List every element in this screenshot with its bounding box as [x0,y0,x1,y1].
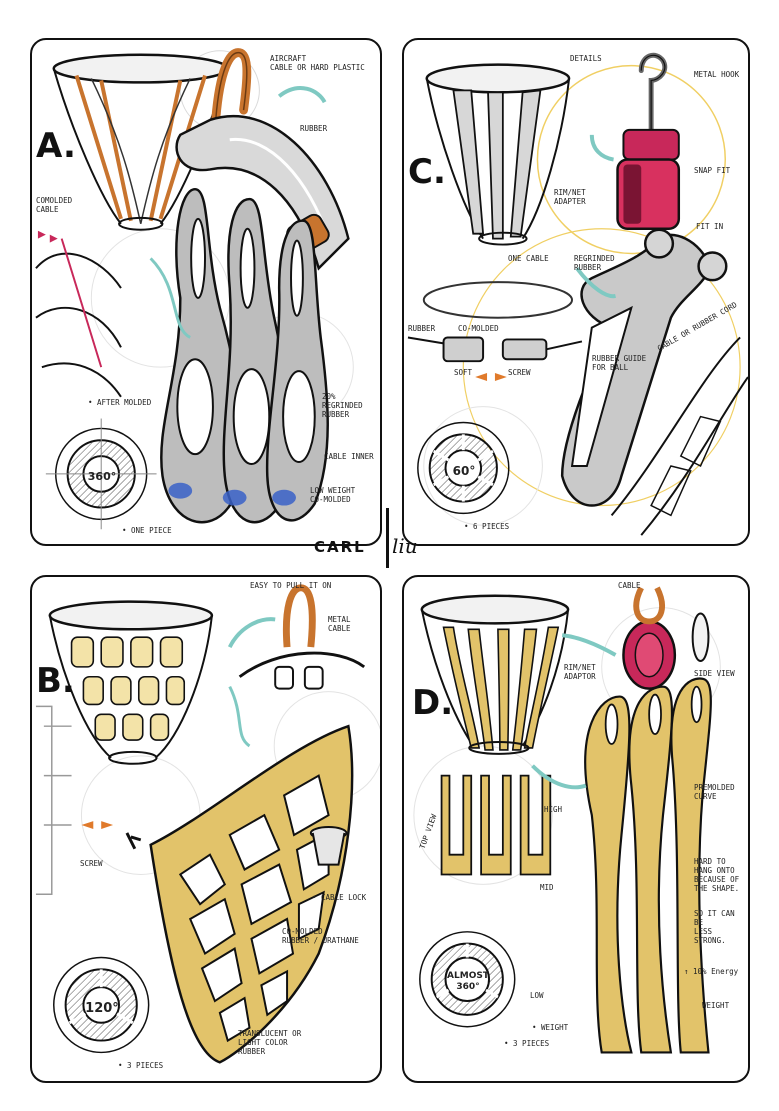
note-cable-d: CABLE [618,581,641,590]
note-reground-rubber: REGRINDED RUBBER [574,254,615,272]
panel-b-letter: B. [36,661,75,701]
note-soft: SOFT [454,368,473,377]
panel-d-degree: ALMOST 360° [447,971,489,992]
signature-first: CARL [314,538,366,556]
note-weight-d: • WEIGHT [532,1023,569,1032]
note-rubber-guide: RUBBER GUIDE FOR BALL [592,354,647,372]
note-fit-in: FIT IN [696,222,724,231]
note-reground: 20% REGRINDED RUBBER [322,392,363,419]
note-less-strong: SO IT CAN BE LESS STRONG. [694,909,735,945]
note-cable-inner: CABLE INNER [324,452,374,461]
note-comolded-cable: COMOLDED CABLE [36,196,73,214]
signature-stroke [386,508,389,568]
note-metal-cable: METAL CABLE [328,615,351,633]
panel-c-artwork [407,52,748,536]
sketch-panel-d: D. ALMOST 360° CABLE SIDE VIEW RIM/NET A… [402,575,750,1083]
note-hard-to-hang: HARD TO HANG ONTO BECAUSE OF THE SHAPE. [694,857,740,893]
note-translucent: TRANSLUCENT OR LIGHT COLOR RUBBER [238,1029,302,1056]
panel-a-degree: 360° [87,470,117,483]
note-pieces-d: • 3 PIECES [504,1039,550,1048]
note-rim-net-adaptor: RIM/NET ADAPTOR [564,663,596,681]
panel-a-letter: A. [36,126,76,166]
note-screw-b: SCREW [80,859,103,868]
note-rubber: RUBBER [300,124,328,133]
panel-b-artwork [35,584,380,1064]
note-metal-hook: METAL HOOK [694,70,740,79]
note-snap-fit: SNAP FIT [694,166,731,175]
note-low: LOW [530,991,544,1000]
note-details: DETAILS [570,54,602,63]
note-pieces-c: • 6 PIECES [464,522,510,531]
note-premolded-curve: PREMOLDED CURVE [694,783,735,801]
note-side-view: SIDE VIEW [694,669,735,678]
note-high: HIGH [544,805,563,814]
note-low-weight: LOW WEIGHT CO-MOLDED [310,486,356,504]
panel-a-artwork [35,48,354,530]
panel-b-degree: 120° [85,1001,119,1016]
note-cable-lock: • CABLE LOCK [312,893,367,902]
note-rubber-c: RUBBER [408,324,436,333]
note-after-molded: • AFTER MOLDED [88,398,152,407]
panel-d-artwork [413,586,721,1054]
note-weight-d2: WEIGHT [702,1001,730,1010]
sketch-panel-c: C. 60° DETAILS METAL HOOK SNAP FIT FIT I… [402,38,750,546]
note-aircraft-cable: AIRCRAFT CABLE OR HARD PLASTIC [270,54,365,72]
panel-c-degree: 60° [452,464,476,478]
note-co-molded: CO-MOLDED [458,324,499,333]
note-pieces-b: • 3 PIECES [118,1061,164,1070]
note-easy-to-pull: EASY TO PULL IT ON [250,581,332,590]
sketch-panel-a: A. 360° AIRCRAFT CABLE OR HARD PLASTIC R… [30,38,382,546]
note-rim-net-adapter: RIM/NET ADAPTER [554,188,586,206]
note-screw-c: SCREW [508,368,531,377]
signature-last: liu [392,534,418,558]
note-pieces-a: • ONE PIECE [122,526,172,535]
note-mid: MID [540,883,554,892]
note-energy: ↑ 10% Energy [684,967,739,976]
note-co-molded-rubber: CO-MOLDED RUBBER / URATHANE [282,927,359,945]
panel-c-letter: C. [408,152,446,192]
panel-d-letter: D. [412,683,454,723]
sketch-panel-b: B. 120° EASY TO PULL IT ON METAL CABLE S… [30,575,382,1083]
note-one-cable: ONE CABLE [508,254,549,263]
